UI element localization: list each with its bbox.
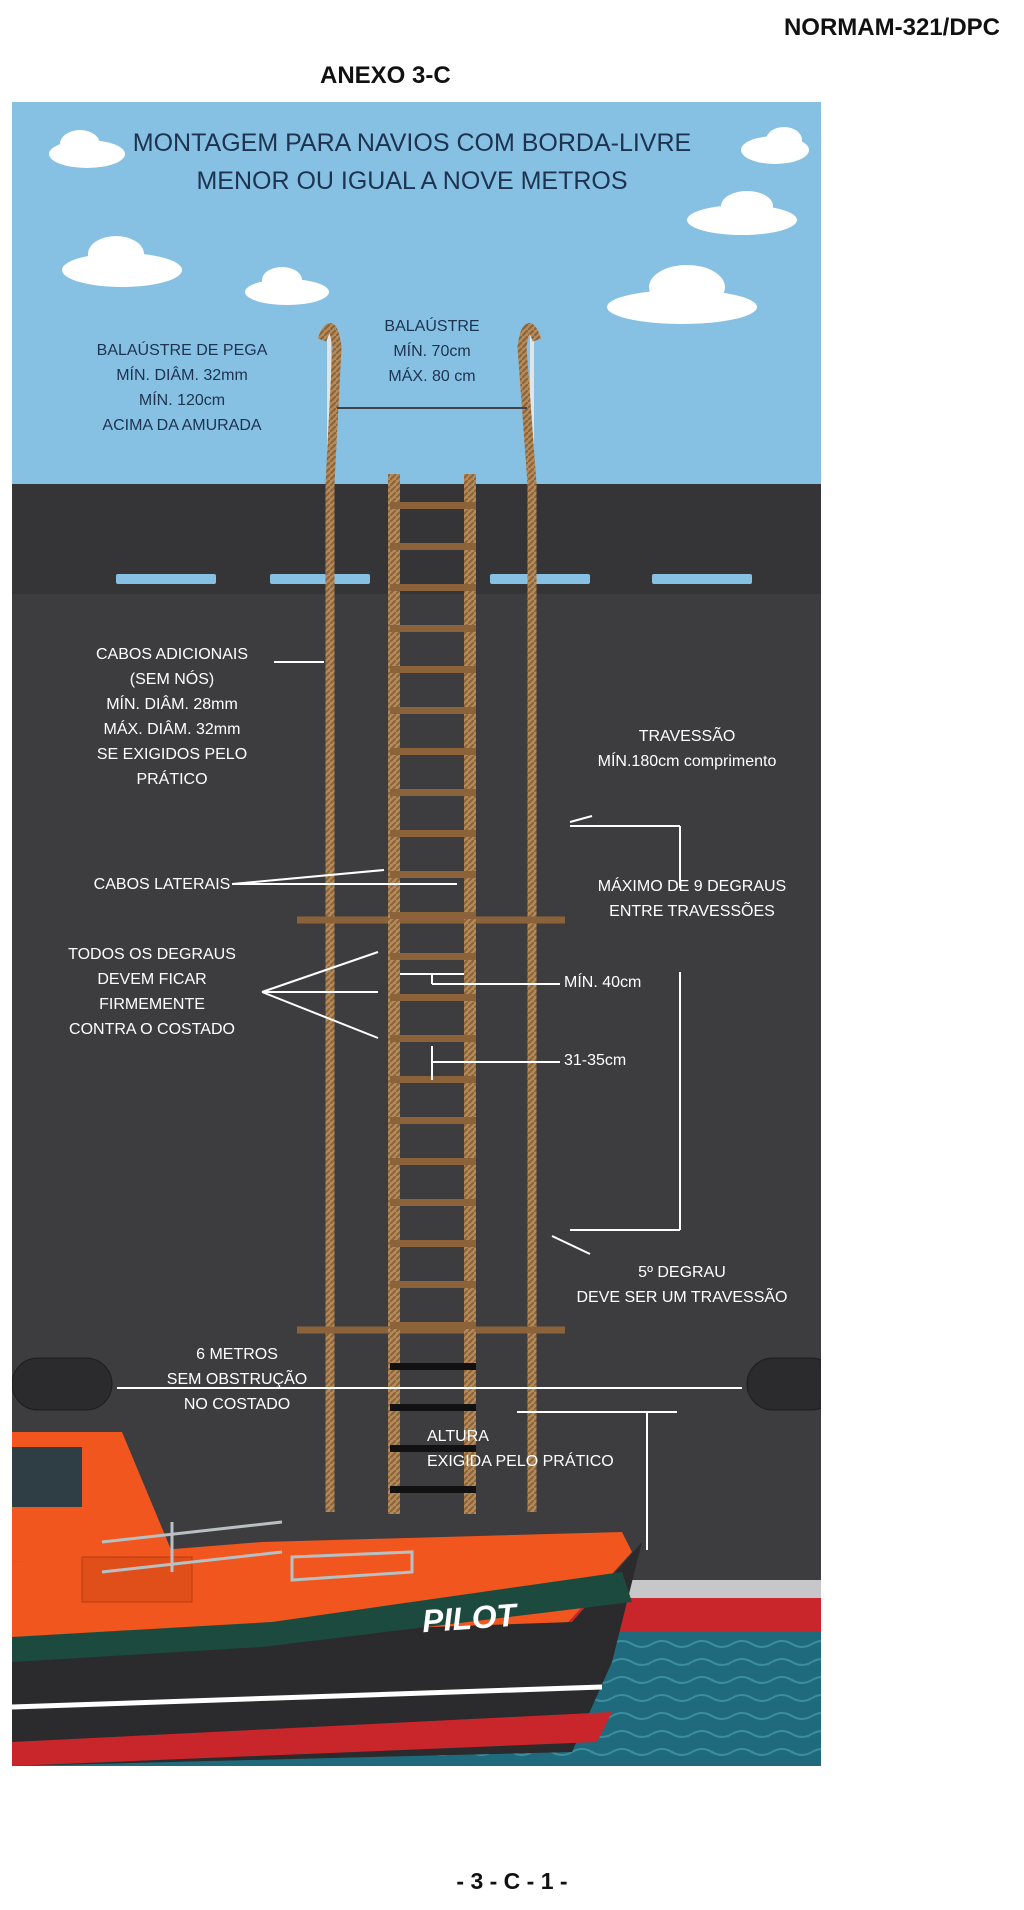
ladder-step xyxy=(390,994,476,1001)
ladder-step xyxy=(390,625,476,632)
label-stanchion: BALAÚSTRE MÍN. 70cm MÁX. 80 cm xyxy=(384,318,480,385)
label-spreader: TRAVESSÃO MÍN.180cm comprimento xyxy=(597,728,777,770)
ladder-step xyxy=(390,871,476,878)
pilot-boat xyxy=(12,1432,642,1766)
label-clear-hull: 6 METROS SEM OBSTRUÇÃO NO COSTADO xyxy=(166,1346,308,1413)
label-stanchion-grab: BALAÚSTRE DE PEGA MÍN. DIÂM. 32mm MÍN. 1… xyxy=(96,342,268,434)
annex-title: ANEXO 3-C xyxy=(320,62,451,89)
figure-title-line1: MONTAGEM PARA NAVIOS COM BORDA-LIVRE xyxy=(132,129,692,157)
ladder-step xyxy=(390,543,476,550)
label-step-spacing: 31-35cm xyxy=(564,1052,627,1069)
ladder-step xyxy=(390,1322,476,1329)
ladder-step xyxy=(390,1240,476,1247)
ladder-step xyxy=(390,502,476,509)
fender-left xyxy=(12,1357,113,1411)
cloud-group xyxy=(49,127,809,324)
ladder-steps xyxy=(390,502,476,1493)
boat-name: PILOT xyxy=(420,1596,518,1640)
page-number: - 3 - C - 1 - xyxy=(456,1868,568,1894)
ladder-step xyxy=(390,789,476,796)
label-additional-ropes: CABOS ADICIONAIS (SEM NÓS) MÍN. DIÂM. 28… xyxy=(95,646,249,788)
ladder-step xyxy=(390,953,476,960)
ladder-step xyxy=(390,1281,476,1288)
document-code: NORMAM-321/DPC xyxy=(783,14,1000,41)
label-min-width: MÍN. 40cm xyxy=(564,974,642,991)
ladder-step xyxy=(390,912,476,919)
ladder-step xyxy=(390,1363,476,1370)
pilot-ladder-figure: MONTAGEM PARA NAVIOS COM BORDA-LIVRE MEN… xyxy=(12,102,821,1766)
ladder-step xyxy=(390,1158,476,1165)
figure-title: MONTAGEM PARA NAVIOS COM BORDA-LIVRE MEN… xyxy=(102,124,722,200)
label-all-steps: TODOS OS DEGRAUS DEVEM FICAR FIRMEMENTE … xyxy=(68,946,236,1038)
ladder-step xyxy=(390,584,476,591)
additional-rope-left xyxy=(317,323,342,1512)
label-side-ropes: CABOS LATERAIS xyxy=(93,876,231,893)
fender-right xyxy=(746,1357,821,1411)
hull-stripes xyxy=(116,574,752,584)
label-max-steps: MÁXIMO DE 9 DEGRAUS ENTRE TRAVESSÕES xyxy=(597,878,787,920)
ladder-step xyxy=(390,830,476,837)
figure-title-line2: MENOR OU IGUAL A NOVE METROS xyxy=(196,167,628,195)
annotation-arrows xyxy=(117,407,742,1550)
ladder-step xyxy=(390,748,476,755)
additional-rope-right xyxy=(517,323,542,1512)
label-height: ALTURA EXIGIDA PELO PRÁTICO xyxy=(427,1428,614,1470)
ladder-step xyxy=(390,1117,476,1124)
ladder-step xyxy=(390,1199,476,1206)
ladder-step xyxy=(390,1404,476,1411)
label-fifth-step: 5º DEGRAU DEVE SER UM TRAVESSÃO xyxy=(576,1264,788,1306)
ladder-step xyxy=(390,1035,476,1042)
ladder-illustration xyxy=(12,102,821,1766)
ladder-step xyxy=(390,1486,476,1493)
ladder-step xyxy=(390,707,476,714)
ladder-step xyxy=(390,1445,476,1452)
ladder-step xyxy=(390,666,476,673)
